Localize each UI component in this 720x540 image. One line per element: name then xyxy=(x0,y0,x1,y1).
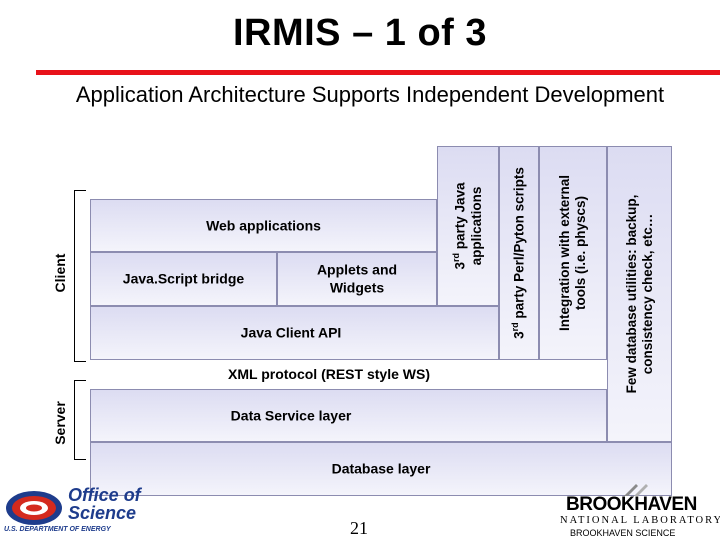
third-party-scripts-prefix: 3 xyxy=(511,331,527,339)
page-number: 21 xyxy=(350,518,368,538)
third-party-java-box: 3rd party Java applications xyxy=(437,146,499,306)
javascript-bridge-label: Java.Script bridge xyxy=(122,270,245,287)
doe-science-text: Science xyxy=(68,503,137,523)
java-client-api-label: Java Client API xyxy=(240,324,342,341)
integration-label: Integration with external tools (i.e. ph… xyxy=(557,175,589,331)
doe-office-of-science-logo: Office of Science U.S. DEPARTMENT OF ENE… xyxy=(4,486,152,536)
bnl-mark-icon xyxy=(624,484,648,496)
client-label: Client xyxy=(52,253,68,293)
database-utilities-box: Few database utilities: backup, consiste… xyxy=(607,146,672,442)
title-underline xyxy=(36,70,720,75)
data-service-layer-label: Data Service layer xyxy=(230,406,352,423)
third-party-java-label: 3rd party Java applications xyxy=(451,182,485,269)
third-party-scripts-sup: rd xyxy=(510,322,521,332)
brookhaven-logo: BROOKHAVEN NATIONAL LABORATORY BROOKHAVE… xyxy=(556,484,720,540)
web-applications-label: Web applications xyxy=(206,216,321,233)
database-layer-box: Database layer xyxy=(90,442,672,496)
page-subtitle: Application Architecture Supports Indepe… xyxy=(75,82,665,107)
utilities-line2: consistency check, etc… xyxy=(639,213,655,375)
integration-line1: Integration with external xyxy=(556,174,572,332)
third-party-java-prefix: 3 xyxy=(452,262,468,270)
xml-protocol-label: XML protocol (REST style WS) xyxy=(228,366,430,382)
applets-widgets-label: Applets and Widgets xyxy=(316,261,398,296)
bnl-name-text: BROOKHAVEN xyxy=(566,494,697,515)
doe-swirl-icon xyxy=(6,491,62,525)
bnl-sub-text: BROOKHAVEN SCIENCE xyxy=(570,528,676,538)
third-party-scripts-rest: party Perl/Pyton scripts xyxy=(511,167,527,323)
database-utilities-label: Few database utilities: backup, consiste… xyxy=(623,195,655,394)
bnl-lab-text: NATIONAL LABORATORY xyxy=(560,515,720,526)
third-party-java-line2: applications xyxy=(468,186,484,266)
doe-office-of-text: Office of xyxy=(68,485,141,505)
third-party-scripts-box: 3rd party Perl/Pyton scripts xyxy=(499,146,539,360)
server-bracket xyxy=(74,380,86,460)
web-applications-box: Web applications xyxy=(90,199,437,252)
third-party-scripts-label: 3rd party Perl/Pyton scripts xyxy=(510,167,528,339)
integration-line2: tools (i.e. physcs) xyxy=(573,195,588,311)
applets-widgets-box: Applets and Widgets xyxy=(277,252,437,306)
third-party-java-line1: party Java xyxy=(452,182,468,254)
doe-department-text: U.S. DEPARTMENT OF ENERGY xyxy=(4,526,111,533)
database-layer-label: Database layer xyxy=(331,460,431,477)
page-title: IRMIS – 1 of 3 xyxy=(232,12,488,54)
java-client-api-box: Java Client API xyxy=(90,306,499,360)
server-label: Server xyxy=(52,401,68,445)
integration-box: Integration with external tools (i.e. ph… xyxy=(539,146,607,360)
client-bracket xyxy=(74,190,86,362)
data-service-layer-box: Data Service layer xyxy=(90,389,607,442)
utilities-line1: Few database utilities: backup, xyxy=(623,194,639,394)
javascript-bridge-box: Java.Script bridge xyxy=(90,252,277,306)
third-party-java-sup: rd xyxy=(451,253,462,263)
